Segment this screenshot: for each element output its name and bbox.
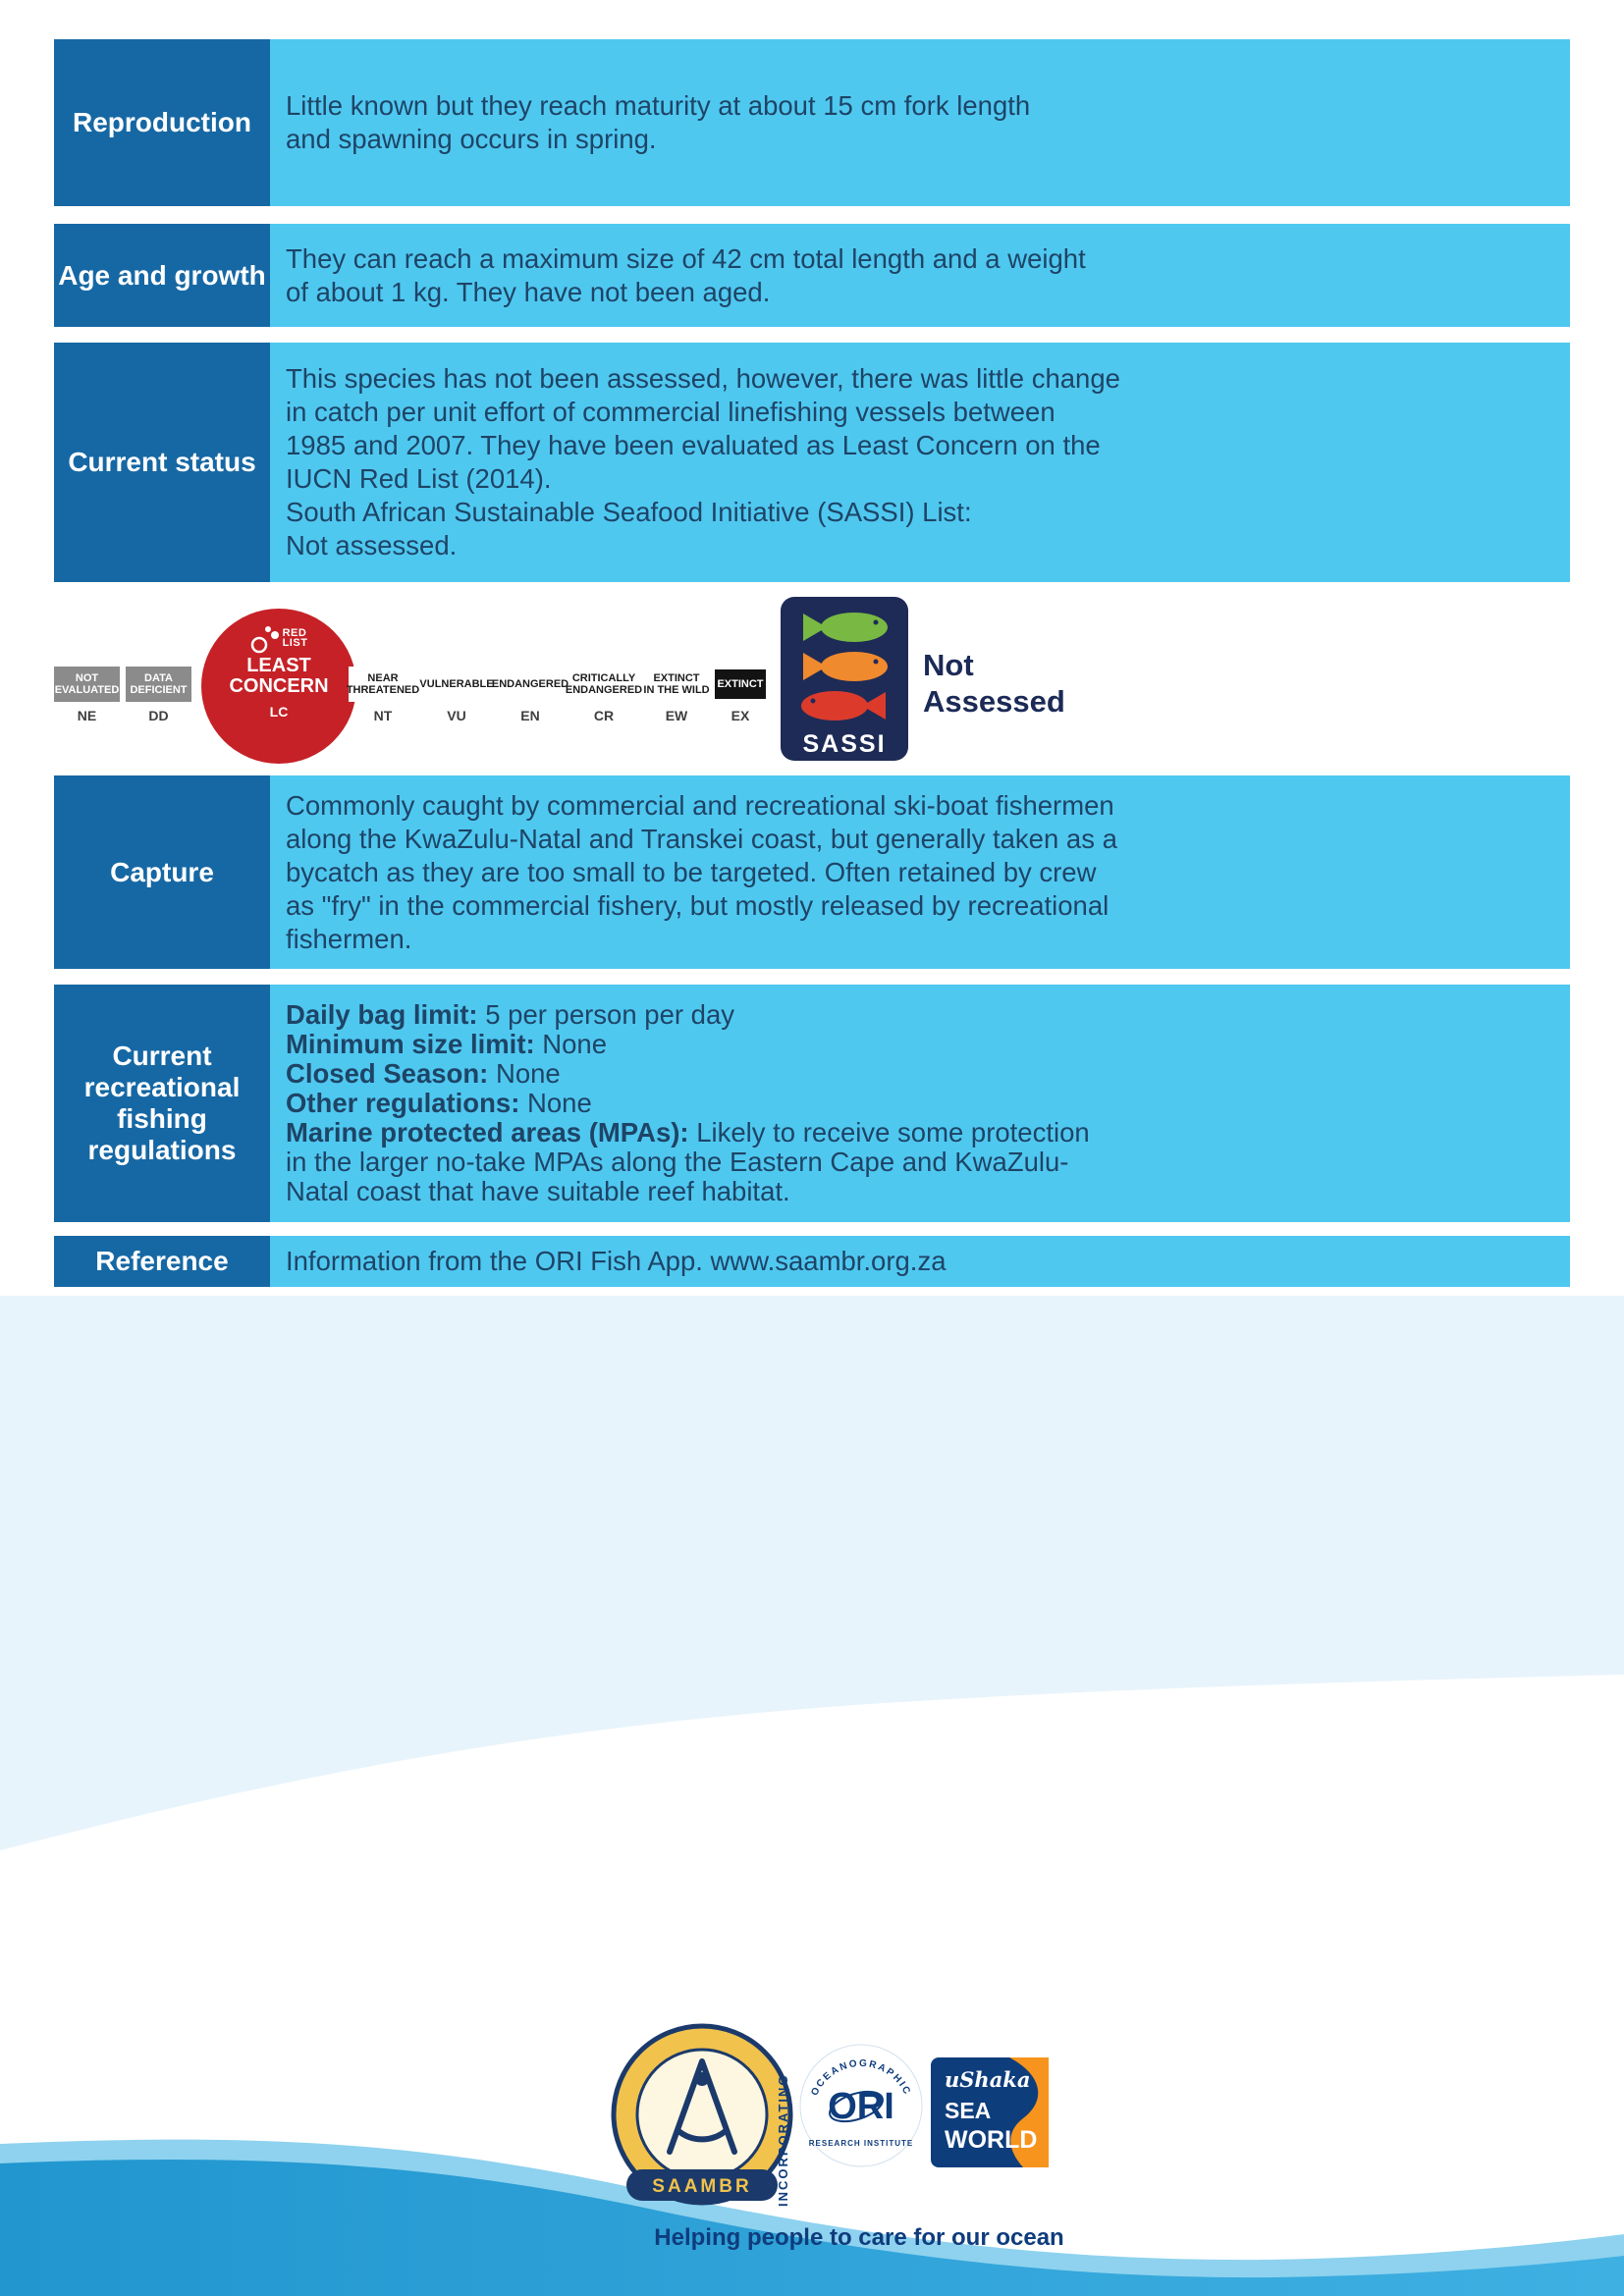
redlist-word-list: LIST xyxy=(282,637,308,649)
iucn-chip-label: EXTINCT xyxy=(717,678,764,690)
regulation-item: Closed Season: None xyxy=(286,1059,1543,1089)
iucn-chip-label: DATA DEFICIENT xyxy=(130,672,188,696)
iucn-chip-extinct-in-wild: EXTINCT IN THE WILD xyxy=(643,667,710,702)
iucn-code-ex: EX xyxy=(731,708,750,723)
row-capture: Capture Commonly caught by commercial an… xyxy=(54,775,1570,969)
capture-label: Capture xyxy=(54,775,270,969)
age-growth-text: They can reach a maximum size of 42 cm t… xyxy=(286,242,1086,307)
iucn-chip-vulnerable: VULNERABLE xyxy=(419,667,494,702)
regulation-value: None xyxy=(488,1058,561,1089)
sassi-logo: SASSI xyxy=(781,597,908,761)
iucn-code-en: EN xyxy=(520,708,540,723)
iucn-chip-extinct: EXTINCT xyxy=(715,669,766,699)
footer-wave-graphic xyxy=(0,1296,1624,2296)
red-fish-icon xyxy=(801,691,886,721)
iucn-chip-not-evaluated: NOT EVALUATED xyxy=(54,667,120,702)
ushaka-sea-text: SEA xyxy=(945,2098,991,2123)
footer: SAAMBR INCORPORATING OCEANOGRAPHIC ORI R… xyxy=(0,1296,1624,2296)
arrow-right-icon: › xyxy=(332,640,348,692)
ori-logo-text: ORI xyxy=(828,2086,894,2127)
iucn-code-nt: NT xyxy=(373,708,393,723)
sassi-status: Not Assessed xyxy=(923,648,1065,719)
reference-text: Information from the ORI Fish App. www.s… xyxy=(286,1246,947,1276)
current-status-text: This species has not been assessed, howe… xyxy=(286,363,1120,561)
iucn-code-dd: DD xyxy=(148,708,169,723)
row-age-growth: Age and growth They can reach a maximum … xyxy=(54,224,1570,327)
row-reproduction: Reproduction Little known but they reach… xyxy=(54,39,1570,206)
iucn-chip-label: ENDANGERED xyxy=(491,678,569,690)
least-concern-code: LC xyxy=(269,704,289,720)
iucn-least-concern-badge: RED LIST LEAST CONCERN LC xyxy=(201,609,356,764)
redlist-word-red: RED xyxy=(282,626,307,639)
regulation-item: Minimum size limit: None xyxy=(286,1030,1543,1059)
iucn-chip-near-threatened: NEAR THREATENED xyxy=(346,667,420,702)
incorporating-label: INCORPORATING xyxy=(776,2073,790,2207)
iucn-code-ew: EW xyxy=(665,708,688,723)
redlist-logo-text: RED LIST xyxy=(282,626,308,649)
reference-content: Information from the ORI Fish App. www.s… xyxy=(270,1236,1570,1287)
regulation-item: Other regulations: None xyxy=(286,1089,1543,1118)
iucn-chip-label: NOT EVALUATED xyxy=(54,672,120,696)
iucn-chip-critically-endangered: CRITICALLY ENDANGERED xyxy=(566,667,642,702)
regulation-term: Minimum size limit: xyxy=(286,1029,535,1059)
iucn-redlist-band: NOT EVALUATED DATA DEFICIENT NE DD RED L… xyxy=(54,582,1570,775)
sassi-logo-text: SASSI xyxy=(802,730,887,758)
regulation-item: Marine protected areas (MPAs): Likely to… xyxy=(286,1118,1543,1206)
ushaka-seaworld-logo: uShaka SEA WORLD xyxy=(931,2057,1049,2167)
row-reference: Reference Information from the ORI Fish … xyxy=(54,1236,1570,1287)
regulation-term: Closed Season: xyxy=(286,1058,489,1089)
iucn-chip-label: CRITICALLY ENDANGERED xyxy=(565,672,643,696)
info-table: Reproduction Little known but they reach… xyxy=(54,39,1570,1287)
iucn-chip-label: EXTINCT IN THE WILD xyxy=(643,672,710,696)
iucn-chip-label: NEAR THREATENED xyxy=(346,672,420,696)
capture-content: Commonly caught by commercial and recrea… xyxy=(270,775,1570,969)
row-current-status: Current status This species has not been… xyxy=(54,343,1570,582)
iucn-code-vu: VU xyxy=(447,708,466,723)
regulation-term: Daily bag limit: xyxy=(286,999,478,1030)
regulation-value: Likely to receive some protection in the… xyxy=(286,1117,1090,1206)
capture-text: Commonly caught by commercial and recrea… xyxy=(286,789,1117,954)
ori-logo: OCEANOGRAPHIC ORI RESEARCH INSTITUTE xyxy=(799,2044,923,2167)
regulation-value: None xyxy=(534,1029,608,1059)
current-status-label: Current status xyxy=(54,343,270,582)
ushaka-world-text: WORLD xyxy=(945,2126,1037,2154)
footer-tagline: Helping people to care for our ocean xyxy=(654,2224,1064,2251)
regulation-term: Marine protected areas (MPAs): xyxy=(286,1117,689,1148)
green-fish-icon xyxy=(803,613,888,642)
current-status-content: This species has not been assessed, howe… xyxy=(270,343,1570,582)
iucn-chip-label: VULNERABLE xyxy=(419,678,494,690)
species-fact-sheet: Reproduction Little known but they reach… xyxy=(0,39,1624,2296)
age-growth-label: Age and growth xyxy=(54,224,270,327)
iucn-redlist-logo: RED LIST xyxy=(250,621,308,655)
reproduction-text: Little known but they reach maturity at … xyxy=(286,90,1031,154)
iucn-code-cr: CR xyxy=(593,708,615,723)
regulation-item: Daily bag limit: 5 per person per day xyxy=(286,1000,1543,1030)
row-regulations: Current recreational fishing regulations… xyxy=(54,985,1570,1222)
orange-fish-icon xyxy=(803,652,888,681)
saambr-logo-text: SAAMBR xyxy=(652,2176,751,2197)
age-growth-content: They can reach a maximum size of 42 cm t… xyxy=(270,224,1570,327)
saambr-logo: SAAMBR xyxy=(611,2023,793,2206)
reference-label: Reference xyxy=(54,1236,270,1287)
ori-ring-bottom-text: RESEARCH INSTITUTE xyxy=(809,2139,913,2148)
reproduction-label: Reproduction xyxy=(54,39,270,206)
reproduction-content: Little known but they reach maturity at … xyxy=(270,39,1570,206)
iucn-chip-data-deficient: DATA DEFICIENT xyxy=(126,667,191,702)
regulation-value: 5 per person per day xyxy=(477,999,735,1030)
redlist-logo-icon xyxy=(250,626,279,654)
regulation-term: Other regulations: xyxy=(286,1088,520,1118)
ushaka-script-text: uShaka xyxy=(945,2067,1030,2092)
regulations-content: Daily bag limit: 5 per person per day Mi… xyxy=(270,985,1570,1222)
regulation-value: None xyxy=(519,1088,592,1118)
iucn-chip-endangered: ENDANGERED xyxy=(492,667,568,702)
least-concern-label: LEAST CONCERN xyxy=(229,655,329,697)
regulations-label: Current recreational fishing regulations xyxy=(54,985,270,1222)
iucn-code-ne: NE xyxy=(77,708,97,723)
